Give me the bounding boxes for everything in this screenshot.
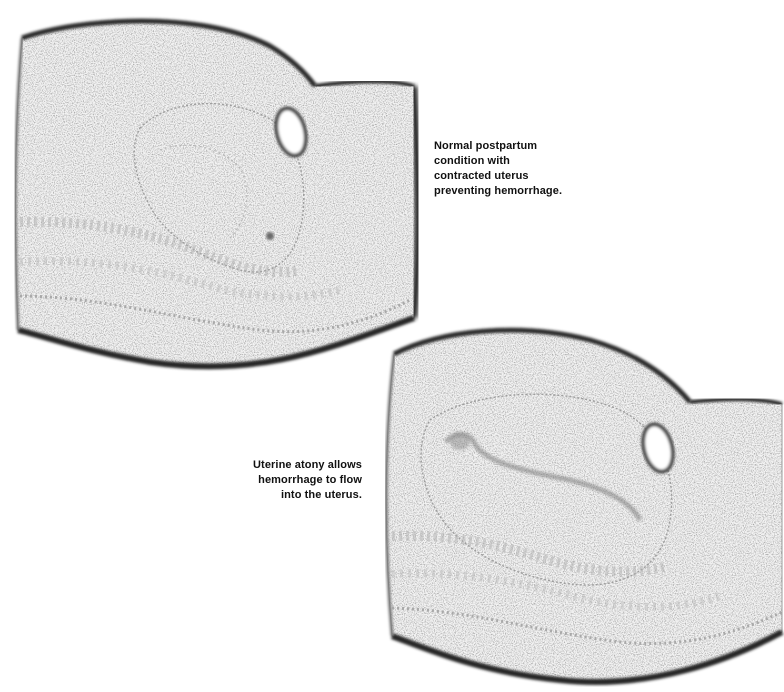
atonic-uterus-illustration	[386, 330, 782, 682]
contracted-uterus-illustration	[15, 21, 417, 366]
uterine-atony-caption: Uterine atony allows hemorrhage to flow …	[156, 458, 362, 503]
normal-postpartum-caption: Normal postpartum condition with contrac…	[434, 139, 562, 199]
